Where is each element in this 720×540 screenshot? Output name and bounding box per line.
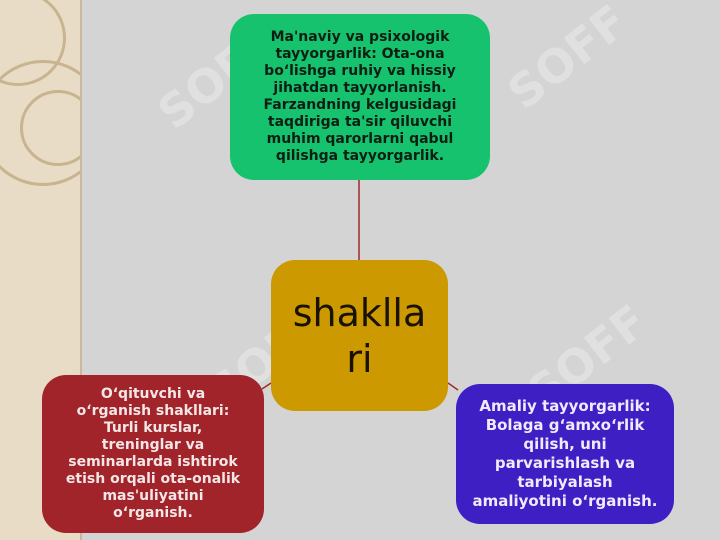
node-right-text: Amaliy tayyorgarlik: Bolaga g‘amxo‘rlik … (472, 397, 658, 510)
connector-right (447, 382, 459, 391)
connector-left (261, 382, 272, 390)
node-top-spiritual-preparation: Ma'naviy va psixologik tayyorgarlik: Ota… (230, 14, 490, 180)
node-center-text: shaklla ri (292, 290, 427, 381)
decorative-side-strip (0, 0, 82, 540)
decorative-ring (0, 60, 80, 186)
node-top-text: Ma'naviy va psixologik tayyorgarlik: Ota… (263, 29, 457, 164)
node-left-learning-forms: O‘qituvchi va o‘rganish shakllari: Turli… (42, 375, 264, 533)
node-center-forms: shaklla ri (271, 260, 448, 411)
node-right-practical-preparation: Amaliy tayyorgarlik: Bolaga g‘amxo‘rlik … (456, 384, 674, 524)
node-left-text: O‘qituvchi va o‘rganish shakllari: Turli… (65, 386, 241, 521)
